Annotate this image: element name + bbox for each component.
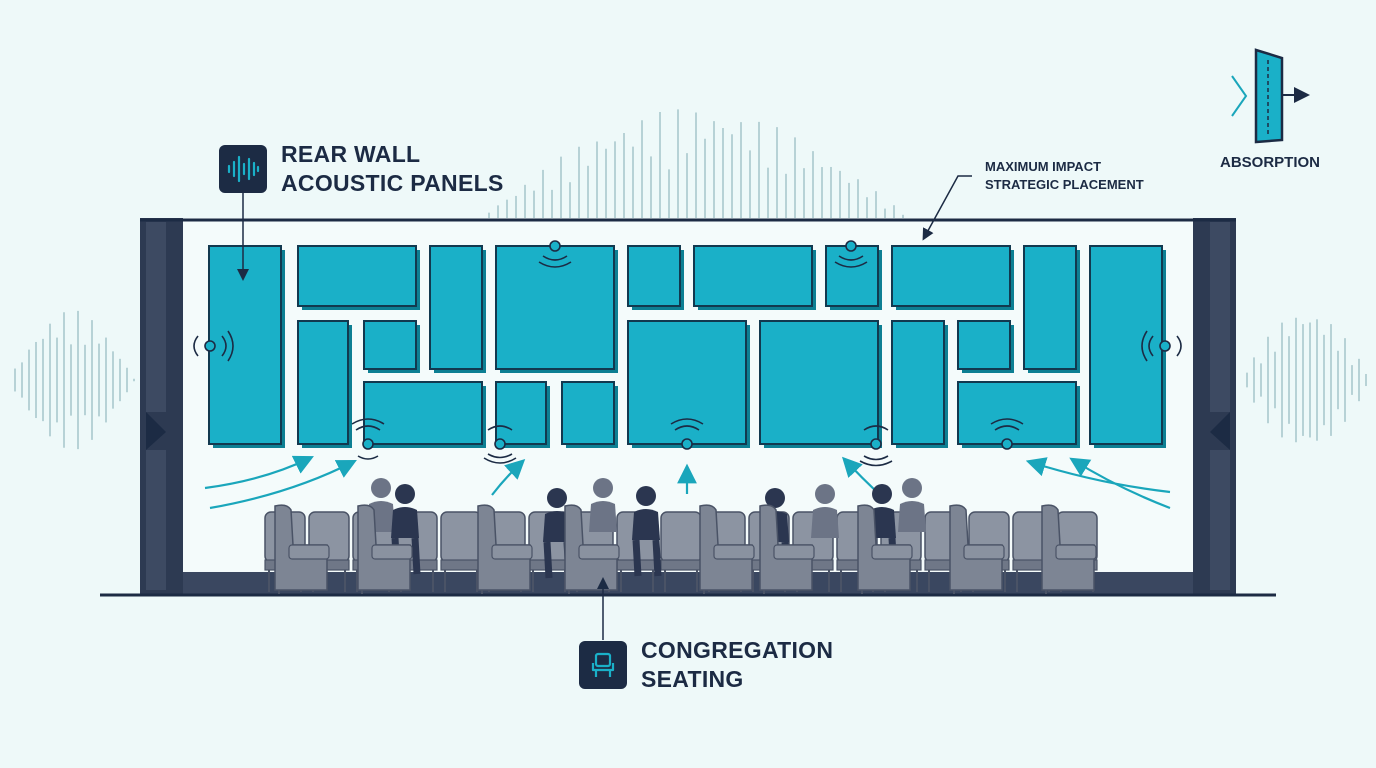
panel xyxy=(891,245,1014,310)
absorption-label: ABSORPTION xyxy=(1220,154,1321,171)
person xyxy=(632,486,662,577)
chair xyxy=(660,511,702,592)
panel xyxy=(208,245,285,448)
congregation-line2: SEATING xyxy=(641,666,744,692)
sensor-node xyxy=(351,418,385,460)
sensor-nodes xyxy=(193,240,1182,467)
congregation-line1: CONGREGATION xyxy=(641,637,834,663)
rear-wall-line2: ACOUSTIC PANELS xyxy=(281,170,504,196)
chair xyxy=(759,504,815,594)
panel xyxy=(759,320,882,448)
chair xyxy=(699,504,755,594)
max-impact-callout xyxy=(922,175,972,241)
rear-wall-line1: REAR WALL xyxy=(281,141,421,167)
acoustic-panels xyxy=(208,245,1166,448)
panel xyxy=(495,381,550,448)
panel xyxy=(825,245,882,310)
sensor-node xyxy=(990,418,1024,450)
person xyxy=(811,484,839,538)
sensor-node xyxy=(1141,330,1182,362)
sensor-node xyxy=(538,240,572,268)
panel xyxy=(297,245,420,310)
sensor-node xyxy=(834,240,868,268)
person xyxy=(898,478,926,532)
sensor-node xyxy=(483,425,517,464)
chair xyxy=(564,504,620,594)
panel xyxy=(429,245,486,373)
rear-wall-label: REAR WALL ACOUSTIC PANELS xyxy=(219,140,504,198)
panel xyxy=(297,320,352,448)
sensor-node xyxy=(193,330,234,362)
congregation-label: CONGREGATION SEATING xyxy=(579,636,833,694)
congregation-title: CONGREGATION SEATING xyxy=(641,636,833,694)
chair xyxy=(357,504,413,594)
absorption-panel-icon xyxy=(1231,48,1310,144)
panel xyxy=(363,320,420,373)
chair xyxy=(477,504,533,594)
panel xyxy=(957,320,1014,373)
panel xyxy=(1089,245,1166,448)
sound-flow-arrows xyxy=(204,455,1171,510)
panel xyxy=(957,381,1080,448)
panel xyxy=(627,320,750,448)
max-impact-line2: STRATEGIC PLACEMENT xyxy=(985,177,1144,192)
callout-lines xyxy=(237,175,972,640)
chair xyxy=(857,504,913,594)
chair xyxy=(440,511,482,592)
person xyxy=(589,478,617,532)
panel xyxy=(495,245,618,373)
panel xyxy=(1023,245,1080,373)
sensor-node xyxy=(859,425,893,467)
sensor-node xyxy=(670,418,704,450)
max-impact-line1: MAXIMUM IMPACT xyxy=(985,159,1102,174)
panel xyxy=(627,245,684,310)
seating-front-row xyxy=(274,504,1097,594)
max-impact-label: MAXIMUM IMPACT STRATEGIC PLACEMENT xyxy=(985,158,1144,194)
chair xyxy=(274,504,330,594)
chair xyxy=(1041,504,1097,594)
panel xyxy=(891,320,948,448)
rear-wall-title: REAR WALL ACOUSTIC PANELS xyxy=(281,140,504,198)
sound-wave-icon xyxy=(219,145,267,193)
panel xyxy=(693,245,816,310)
panel xyxy=(561,381,618,448)
chair xyxy=(949,504,1005,594)
panel xyxy=(363,381,486,448)
chair-icon xyxy=(579,641,627,689)
